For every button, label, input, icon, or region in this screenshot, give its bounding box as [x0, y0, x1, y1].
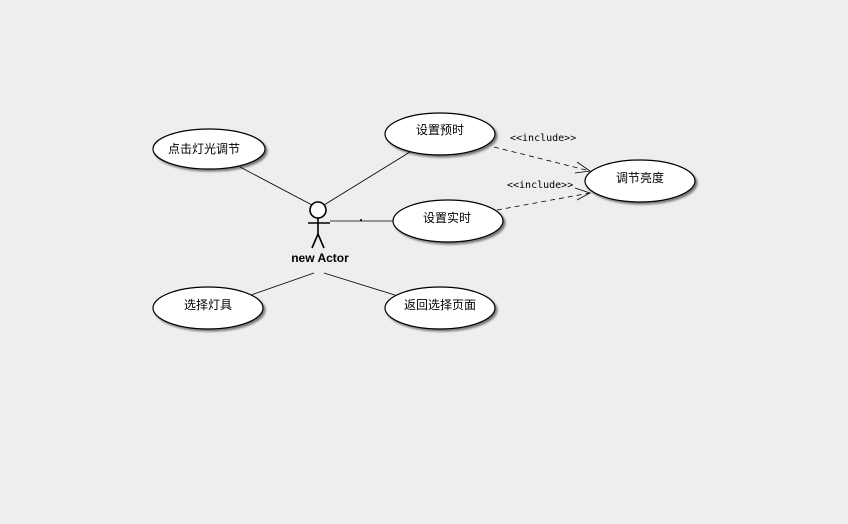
- association-line-preset-time: [323, 151, 411, 206]
- use-case-set-realtime[interactable]: 设置实时: [392, 199, 504, 243]
- actor-stick-figure[interactable]: [308, 201, 330, 249]
- association-line-select-lamp: [250, 272, 315, 296]
- svg-text:选择灯具: 选择灯具: [184, 298, 232, 312]
- use-case-return-select-page[interactable]: 返回选择页面: [384, 286, 496, 330]
- include-stereotype-label: <<include>>: [510, 133, 576, 144]
- svg-text:设置预时: 设置预时: [416, 123, 464, 137]
- use-case-adjust-brightness[interactable]: 调节亮度: [584, 159, 696, 203]
- association-line-click-light: [239, 166, 313, 206]
- include-dependency-2: [496, 187, 592, 211]
- use-case-set-preset-time[interactable]: 设置预时: [384, 112, 496, 156]
- association-line-return-page: [323, 272, 399, 297]
- use-case-select-lamp[interactable]: 选择灯具: [152, 286, 264, 330]
- use-case-click-light-adjust[interactable]: 点击灯光调节: [152, 128, 266, 170]
- svg-text:返回选择页面: 返回选择页面: [404, 298, 476, 312]
- svg-text:点击灯光调节: 点击灯光调节: [168, 142, 240, 156]
- association-end-dot: [360, 219, 362, 221]
- svg-text:调节亮度: 调节亮度: [616, 170, 664, 185]
- actor-name-label: new Actor: [291, 251, 349, 265]
- include-stereotype-label: <<include>>: [507, 180, 573, 191]
- include-dependency-1: [493, 146, 592, 174]
- svg-text:设置实时: 设置实时: [423, 210, 471, 225]
